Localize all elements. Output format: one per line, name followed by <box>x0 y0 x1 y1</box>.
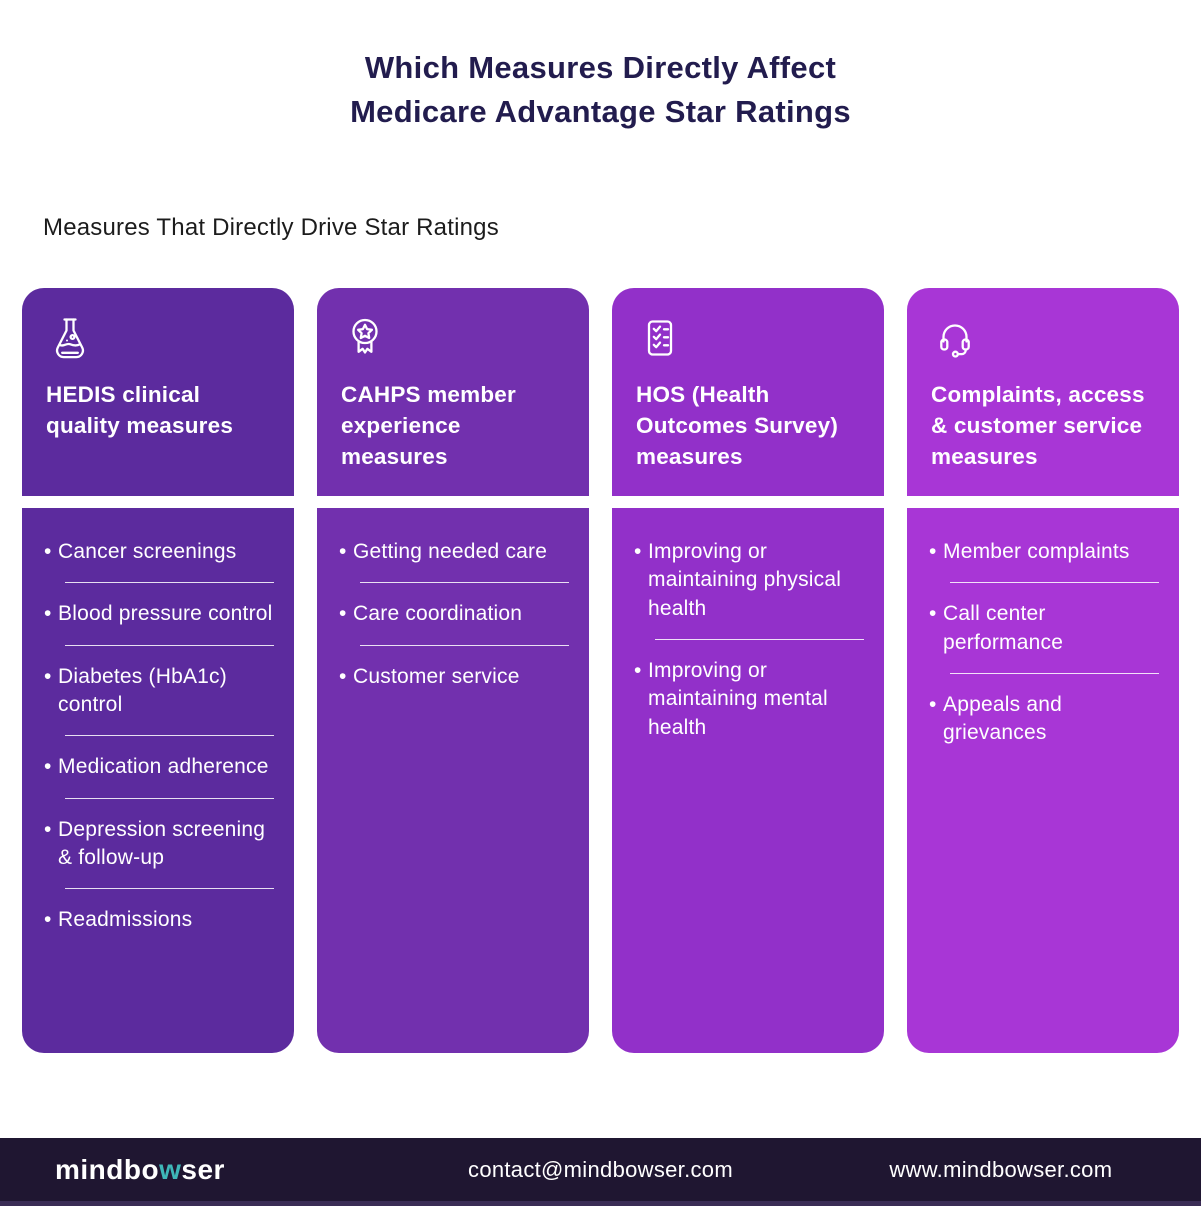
column-hos: HOS (Health Outcomes Survey) measures • … <box>612 288 884 1054</box>
column-hedis: HEDIS clinical quality measures • Cancer… <box>22 288 294 1054</box>
bullet-icon: • <box>339 602 347 626</box>
page-title-line1: Which Measures Directly Affect <box>364 50 837 85</box>
column-complaints-header: Complaints, access & customer service me… <box>907 288 1179 497</box>
page-title: Which Measures Directly Affect Medicare … <box>0 0 1201 134</box>
list-item: • Depression screening & follow-up <box>44 816 280 873</box>
bullet-icon: • <box>44 817 52 841</box>
bullet-icon: • <box>44 908 52 932</box>
flask-icon <box>46 314 272 367</box>
divider <box>65 644 274 646</box>
column-hedis-header: HEDIS clinical quality measures <box>22 288 294 497</box>
list-item: • Care coordination <box>339 600 575 628</box>
column-hedis-list: • Cancer screenings • Blood pressure con… <box>22 508 294 1054</box>
column-hos-list: • Improving or maintaining physical heal… <box>612 508 884 1054</box>
logo-accent-letter: w <box>159 1153 182 1185</box>
checklist-icon <box>636 314 862 367</box>
bullet-icon: • <box>339 540 347 564</box>
measure-columns: HEDIS clinical quality measures • Cancer… <box>22 288 1179 1054</box>
divider <box>65 888 274 890</box>
column-complaints-list: • Member complaints • Call center perfor… <box>907 508 1179 1054</box>
column-complaints-title: Complaints, access & customer service me… <box>931 382 1145 470</box>
footer-email[interactable]: contact@mindbowser.com <box>468 1156 733 1182</box>
divider <box>65 797 274 799</box>
list-item: • Improving or maintaining physical heal… <box>634 538 870 623</box>
list-item: • Improving or maintaining mental health <box>634 657 870 742</box>
list-item: • Medication adherence <box>44 753 280 781</box>
list-item: • Readmissions <box>44 906 280 934</box>
bullet-icon: • <box>44 755 52 779</box>
mindbowser-logo: mindbowser <box>55 1153 225 1185</box>
section-subtitle: Measures That Directly Drive Star Rating… <box>43 214 499 242</box>
divider <box>655 639 864 641</box>
bullet-icon: • <box>44 602 52 626</box>
bullet-icon: • <box>634 540 642 564</box>
column-cahps-header: CAHPS member experience measures <box>317 288 589 497</box>
column-hos-header: HOS (Health Outcomes Survey) measures <box>612 288 884 497</box>
divider <box>950 673 1159 675</box>
column-hos-title: HOS (Health Outcomes Survey) measures <box>636 382 839 470</box>
list-item: • Getting needed care <box>339 538 575 566</box>
award-badge-icon <box>341 314 567 367</box>
list-item: • Cancer screenings <box>44 538 280 566</box>
bullet-icon: • <box>339 664 347 688</box>
divider <box>65 735 274 737</box>
divider <box>65 582 274 584</box>
column-complaints: Complaints, access & customer service me… <box>907 288 1179 1054</box>
divider <box>950 582 1159 584</box>
bullet-icon: • <box>929 693 937 717</box>
bullet-icon: • <box>929 602 937 626</box>
footer-bar: mindbowser contact@mindbowser.com www.mi… <box>0 1138 1201 1206</box>
column-cahps-title: CAHPS member experience measures <box>341 382 516 470</box>
headset-icon <box>931 314 1157 367</box>
footer-website[interactable]: www.mindbowser.com <box>889 1156 1113 1182</box>
bullet-icon: • <box>44 540 52 564</box>
list-item: • Member complaints <box>929 538 1165 566</box>
divider <box>360 582 569 584</box>
column-cahps-list: • Getting needed care • Care coordinatio… <box>317 508 589 1054</box>
list-item: • Call center performance <box>929 600 1165 657</box>
bullet-icon: • <box>929 540 937 564</box>
list-item: • Customer service <box>339 663 575 691</box>
column-hedis-title: HEDIS clinical quality measures <box>46 382 234 439</box>
page-title-line2: Medicare Advantage Star Ratings <box>350 94 851 130</box>
bullet-icon: • <box>44 664 52 688</box>
list-item: • Diabetes (HbA1c) control <box>44 663 280 720</box>
bullet-icon: • <box>634 659 642 683</box>
list-item: • Appeals and grievances <box>929 691 1165 748</box>
column-cahps: CAHPS member experience measures • Getti… <box>317 288 589 1054</box>
list-item: • Blood pressure control <box>44 600 280 628</box>
divider <box>360 644 569 646</box>
